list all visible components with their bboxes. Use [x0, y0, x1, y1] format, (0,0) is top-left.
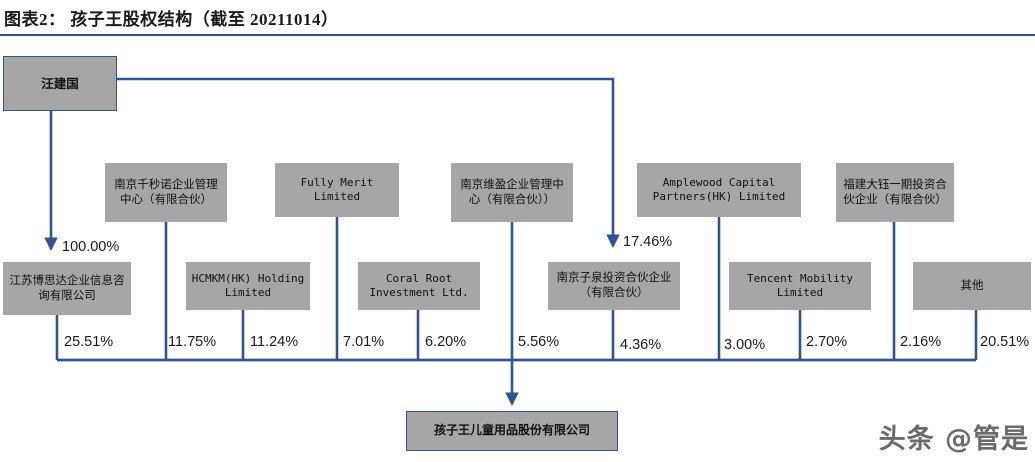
node-label: 汪建国 — [41, 76, 79, 91]
stake-label-7-01: 7.01% — [343, 334, 385, 350]
node-nanjing-weiying[interactable]: 南京维盈企业管理中心（有限合伙）） — [451, 163, 573, 222]
node-nanjing-ziquan[interactable]: 南京子泉投资合伙企业（有限合伙） — [548, 262, 680, 310]
node-nanjing-qianmiaonuo[interactable]: 南京千秒诺企业管理中心（有限合伙） — [105, 163, 227, 222]
stake-label-2-70: 2.70% — [806, 334, 848, 350]
stake-label-3-00: 3.00% — [724, 337, 766, 353]
node-label: Coral Root Investment Ltd. — [369, 271, 469, 299]
node-root-shareholder[interactable]: 汪建国 — [3, 56, 117, 111]
node-label: 南京千秒诺企业管理中心（有限合伙） — [114, 178, 218, 206]
node-label: 江苏博思达企业信息咨询有限公司 — [9, 274, 125, 302]
node-other-shareholders[interactable]: 其他 — [913, 262, 1031, 310]
title-divider — [0, 34, 1035, 36]
stake-label-100-00: 100.00% — [62, 239, 120, 255]
stake-label-6-20: 6.20% — [425, 334, 467, 350]
stake-label-5-56: 5.56% — [518, 334, 560, 350]
stake-label-2-16: 2.16% — [900, 334, 942, 350]
node-target-company[interactable]: 孩子王儿童用品股份有限公司 — [406, 411, 618, 451]
node-amplewood-capital-partners[interactable]: Amplewood Capital Partners(HK) Limited — [637, 163, 801, 217]
node-label: 其他 — [960, 279, 984, 292]
stake-label-17-46: 17.46% — [623, 234, 673, 250]
stake-label-11-24: 11.24% — [250, 334, 299, 350]
node-tencent-mobility[interactable]: Tencent Mobility Limited — [729, 262, 871, 310]
node-label: Amplewood Capital Partners(HK) Limited — [652, 175, 786, 203]
stake-label-11-75: 11.75% — [168, 334, 217, 350]
stake-label-25-51: 25.51% — [64, 334, 114, 350]
node-fully-merit-limited[interactable]: Fully Merit Limited — [275, 163, 399, 217]
watermark: 头条 @管是 — [878, 424, 1029, 455]
stake-label-4-36: 4.36% — [620, 337, 662, 353]
node-coral-root-investment[interactable]: Coral Root Investment Ltd. — [358, 262, 480, 310]
node-hcmkm-hk-holding[interactable]: HCMKM(HK) Holding Limited — [186, 262, 310, 310]
node-label: Fully Merit Limited — [300, 175, 374, 203]
node-fujian-dayu[interactable]: 福建大钰一期投资合伙企业（有限合伙） — [836, 163, 954, 222]
node-label: 南京子泉投资合伙企业（有限合伙） — [556, 272, 672, 299]
node-label: 孩子王儿童用品股份有限公司 — [433, 423, 590, 438]
node-jiangsu-boside[interactable]: 江苏博思达企业信息咨询有限公司 — [3, 262, 131, 315]
node-label: HCMKM(HK) Holding Limited — [191, 271, 305, 299]
figure-title: 图表2： 孩子王股权结构（截至 20211014） — [4, 10, 339, 29]
node-label: 南京维盈企业管理中心（有限合伙）） — [460, 178, 564, 206]
stake-label-20-51: 20.51% — [980, 334, 1030, 350]
node-label: 福建大钰一期投资合伙企业（有限合伙） — [843, 178, 947, 206]
node-label: Tencent Mobility Limited — [747, 271, 853, 299]
